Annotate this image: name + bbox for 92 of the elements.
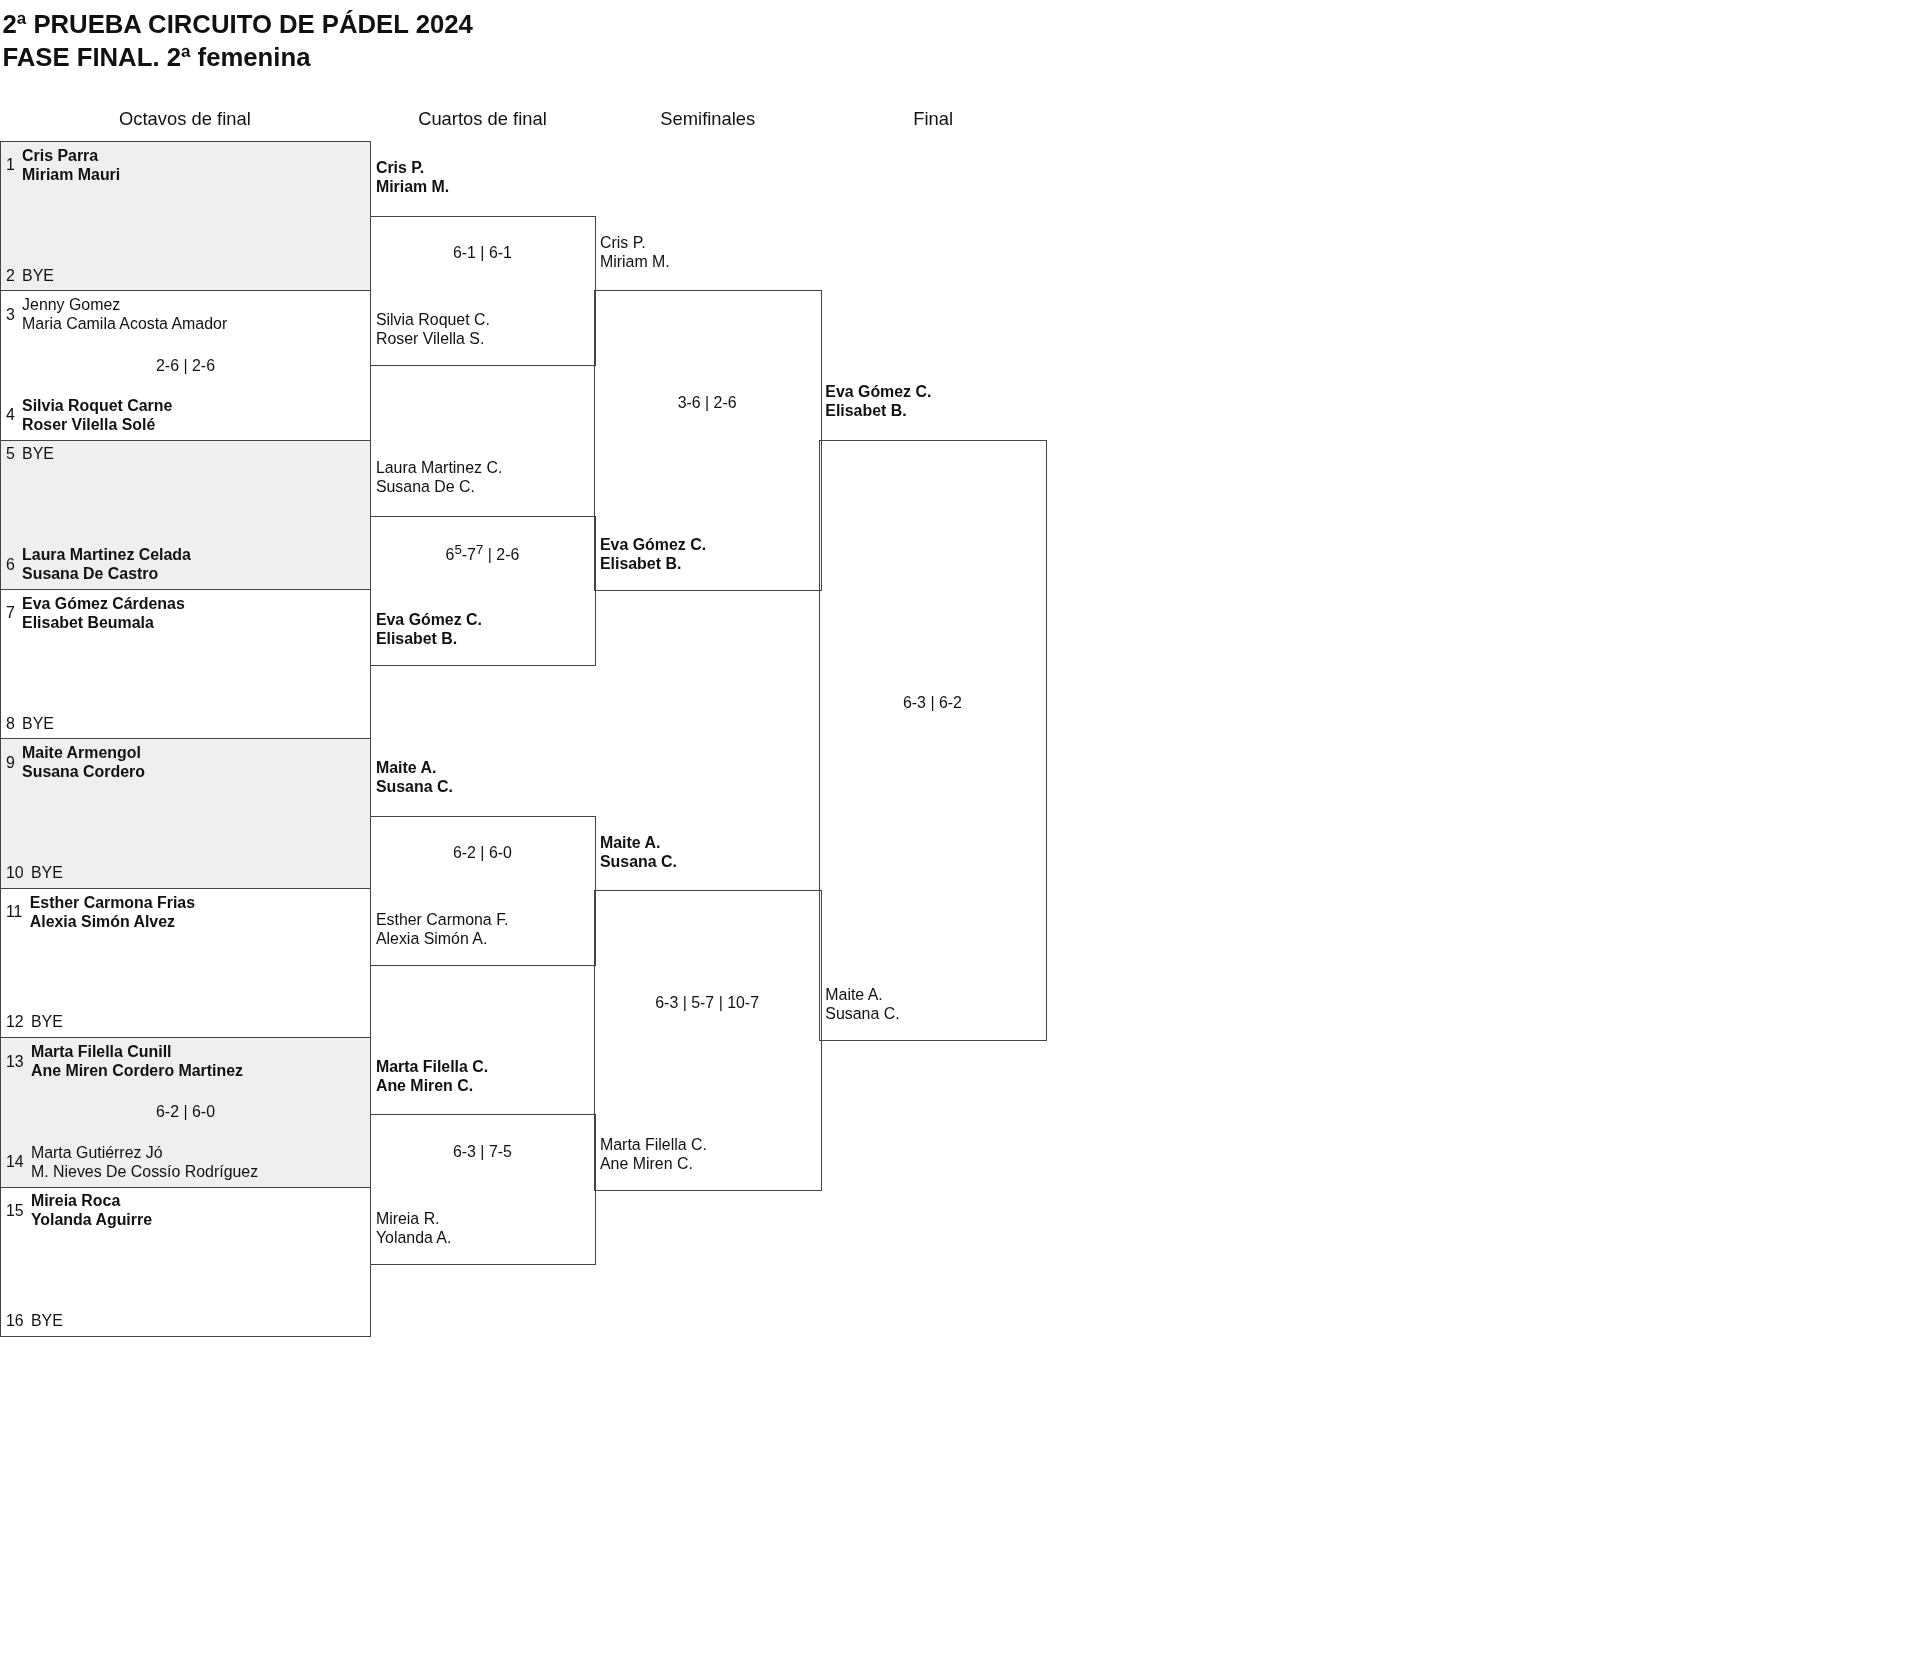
player-name: Miriam M. (600, 252, 670, 272)
match-box (0, 738, 371, 889)
player-name: Susana Cordero (22, 763, 145, 783)
round-heading: Octavos de final (119, 107, 251, 130)
match-box (0, 589, 371, 740)
seed-number: 8 (5, 714, 15, 734)
player-name: Jenny Gomez (22, 296, 122, 316)
player-name: Elisabet Beumala (22, 613, 155, 633)
seed-number: 14 (5, 1153, 24, 1173)
bye-label: BYE (30, 1312, 63, 1332)
seed-number: 7 (5, 604, 15, 624)
seed-number: 11 (5, 903, 23, 923)
player-name: Eva Gómez C. (375, 611, 482, 630)
player-name: Maite A. (600, 833, 662, 853)
player-name: Laura Martinez C. (375, 459, 503, 479)
player-name: Susana C. (375, 778, 453, 798)
player-name: Susana C. (600, 852, 677, 872)
player-name: M. Nieves De Cossío Rodríguez (30, 1162, 259, 1182)
player-name: Alexia Simón A. (375, 930, 489, 949)
player-name: Elisabet B. (825, 402, 908, 422)
player-name: Mireia R. (375, 1209, 441, 1229)
player-name: Elisabet B. (375, 630, 459, 649)
player-name: Eva Gómez C. (825, 383, 932, 403)
seed-number: 10 (5, 864, 24, 884)
match-score: 2-6 | 2-6 (156, 356, 215, 375)
player-name: Miriam M. (375, 178, 450, 198)
seed-number: 12 (5, 1013, 24, 1033)
subtitle: FASE FINAL. 2ª femenina (2, 42, 311, 72)
player-name: Ane Miren Cordero Martinez (30, 1062, 244, 1081)
player-name: Esther Carmona F. (375, 911, 509, 930)
player-name: Silvia Roquet Carne (22, 396, 173, 416)
player-name: Yolanda A. (375, 1228, 452, 1248)
match-box (0, 290, 371, 441)
player-name: Ane Miren C. (600, 1155, 694, 1175)
seed-number: 16 (5, 1312, 24, 1332)
seed-number: 9 (5, 753, 15, 773)
round-heading: Cuartos de final (418, 107, 547, 130)
seed-number: 4 (5, 406, 15, 426)
player-name: Susana De Castro (22, 565, 160, 585)
title: 2ª PRUEBA CIRCUITO DE PÁDEL 2024 (2, 9, 473, 39)
player-name: Eva Gómez Cárdenas (22, 594, 185, 614)
round-heading: Final (913, 107, 953, 130)
player-name: Alexia Simón Alvez (29, 912, 177, 932)
player-name: Mireia Roca (30, 1192, 122, 1212)
bye-label: BYE (30, 864, 63, 884)
player-name: Ane Miren C. (375, 1076, 475, 1096)
player-name: Cris Parra (22, 146, 100, 166)
player-name: Marta Gutiérrez Jó (30, 1143, 164, 1163)
player-name: Marta Filella C. (375, 1057, 489, 1077)
match-score: 6-3 | 5-7 | 10-7 (655, 993, 759, 1013)
player-name: Eva Gómez C. (600, 536, 707, 556)
match-score: 3-6 | 2-6 (677, 393, 737, 413)
player-name: Elisabet B. (600, 555, 683, 575)
player-name: Maite A. (375, 759, 438, 779)
player-name: Roser Vilella Solé (22, 415, 157, 435)
player-name: Susana De C. (375, 478, 476, 498)
bye-label: BYE (22, 266, 54, 286)
bye-label: BYE (22, 714, 54, 734)
player-name: Susana C. (825, 1004, 900, 1024)
match-score: 6-3 | 7-5 (452, 1142, 512, 1162)
player-name: Cris P. (600, 233, 647, 253)
match-score: 6-2 | 6-0 (452, 844, 512, 863)
match-box (0, 1186, 371, 1338)
bye-label: BYE (30, 1013, 63, 1033)
player-name: Miriam Mauri (22, 165, 121, 185)
player-name: Cris P. (375, 159, 426, 179)
seed-number: 3 (5, 305, 15, 325)
seed-number: 1 (5, 156, 15, 176)
seed-number: 15 (5, 1201, 24, 1221)
seed-number: 2 (5, 266, 15, 286)
match-score: 6-2 | 6-0 (156, 1102, 215, 1122)
player-name: Maite A. (825, 985, 884, 1005)
seed-number: 5 (5, 445, 15, 465)
player-name: Roser Vilella S. (375, 330, 486, 349)
match-box (0, 439, 371, 591)
player-name: Marta Filella Cunill (30, 1043, 173, 1062)
player-name: Esther Carmona Frias (29, 893, 196, 913)
player-name: Marta Filella C. (600, 1136, 707, 1156)
seed-number: 13 (5, 1052, 24, 1072)
match-box (0, 1037, 371, 1188)
round-heading: Semifinales (660, 107, 756, 130)
match-box (0, 887, 371, 1039)
player-name: Laura Martinez Celada (22, 546, 191, 566)
match-score: 6-3 | 6-2 (903, 693, 962, 713)
player-name: Maria Camila Acosta Amador (22, 315, 228, 335)
match-box (0, 140, 371, 292)
player-name: Maite Armengol (22, 744, 142, 764)
bye-label: BYE (22, 445, 54, 465)
player-name: Silvia Roquet C. (375, 311, 490, 330)
seed-number: 6 (5, 555, 15, 575)
player-name: Yolanda Aguirre (30, 1211, 153, 1231)
match-score: 6-1 | 6-1 (452, 244, 512, 263)
